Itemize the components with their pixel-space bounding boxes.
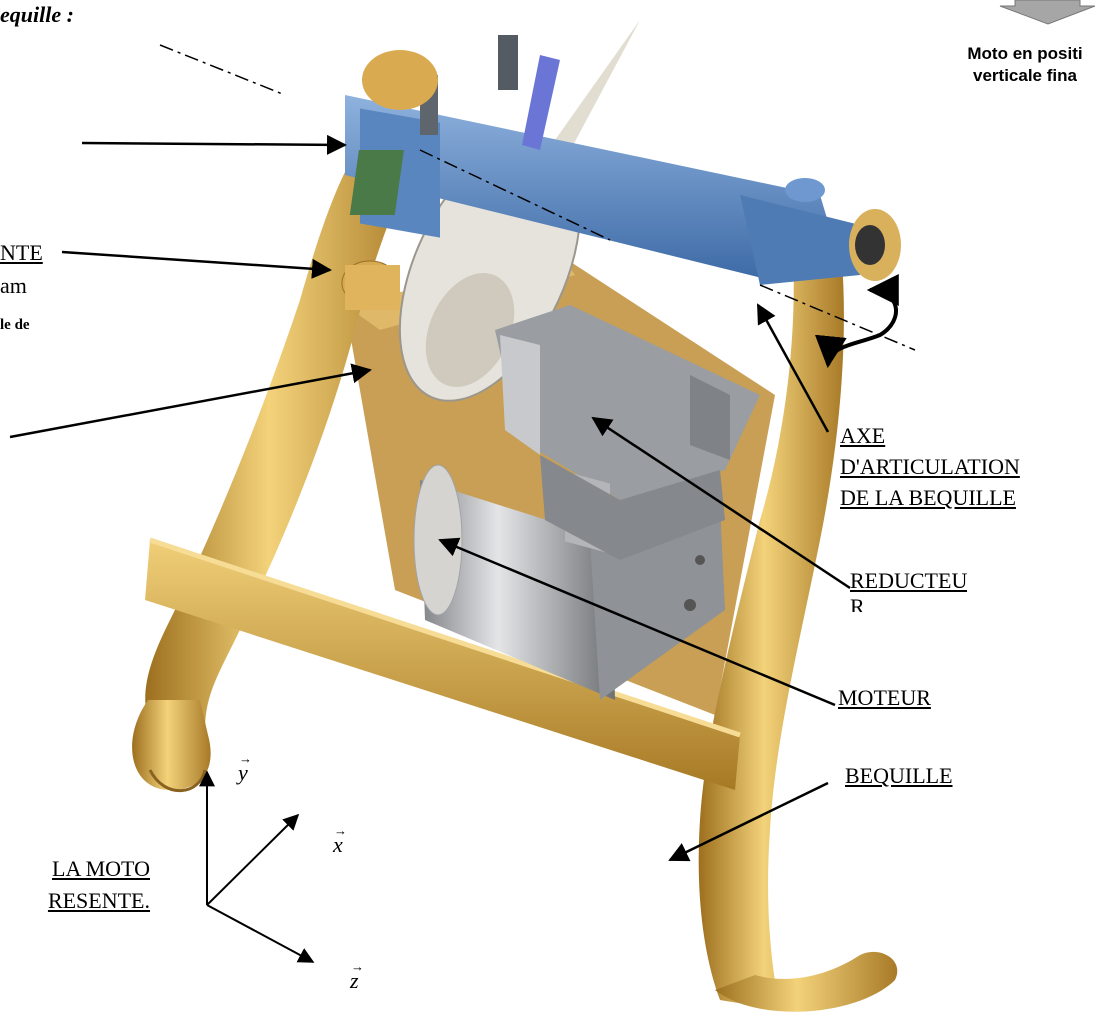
axis-y-label: →y [238, 751, 252, 785]
leader-plate [9, 363, 372, 439]
moto-line1: LA MOTO [52, 856, 150, 881]
moteur-label: MOTEUR [838, 685, 931, 710]
down-arrow-icon [999, 0, 1096, 25]
reducteur-body [495, 305, 760, 500]
link-head-right [740, 195, 860, 285]
axe-articulation-label: AXE D'ARTICULATION DE LA BEQUILLE [840, 420, 1020, 513]
leader-moteur [438, 537, 836, 707]
leader-reducteur [591, 416, 851, 590]
reducteur-line1: REDUCTEU [850, 568, 968, 593]
leader-support [61, 250, 332, 279]
left-foot [132, 700, 211, 790]
axis-x-label: →x [333, 823, 347, 857]
header-title-fragment: equille : [0, 2, 74, 27]
axe-line3: DE LA BEQUILLE [840, 485, 1016, 510]
axe-line1: AXE [840, 423, 886, 448]
bequille-label: BEQUILLE [845, 763, 953, 788]
support-label: NTE [0, 240, 43, 265]
moto-label: LA MOTO RESENTE. [0, 853, 150, 917]
reducteur-label: REDUCTEU R [850, 568, 967, 612]
rotation-arrow-icon [814, 274, 899, 369]
side-note: Moto en positi verticale fina [930, 43, 1120, 87]
crossbar [145, 540, 740, 790]
support-sub2-label: le de [0, 317, 30, 333]
side-note-line1: Moto en positi [967, 44, 1083, 63]
support-sub-label: am [0, 273, 27, 298]
right-foot [715, 951, 898, 1012]
link-bar [345, 95, 835, 280]
axis-z [206, 904, 315, 963]
side-note-line2: verticale fina [973, 66, 1077, 85]
moto-line2: RESENTE. [47, 888, 150, 913]
axe-line2: D'ARTICULATION [840, 454, 1020, 479]
right-upright [698, 220, 844, 1010]
axis-x [206, 813, 300, 906]
reducteur-line2: R [850, 594, 865, 612]
axis-z-label: →z [350, 959, 364, 993]
leader-axe [756, 303, 830, 433]
leader-link [81, 134, 347, 155]
leader-bequille [668, 781, 829, 862]
